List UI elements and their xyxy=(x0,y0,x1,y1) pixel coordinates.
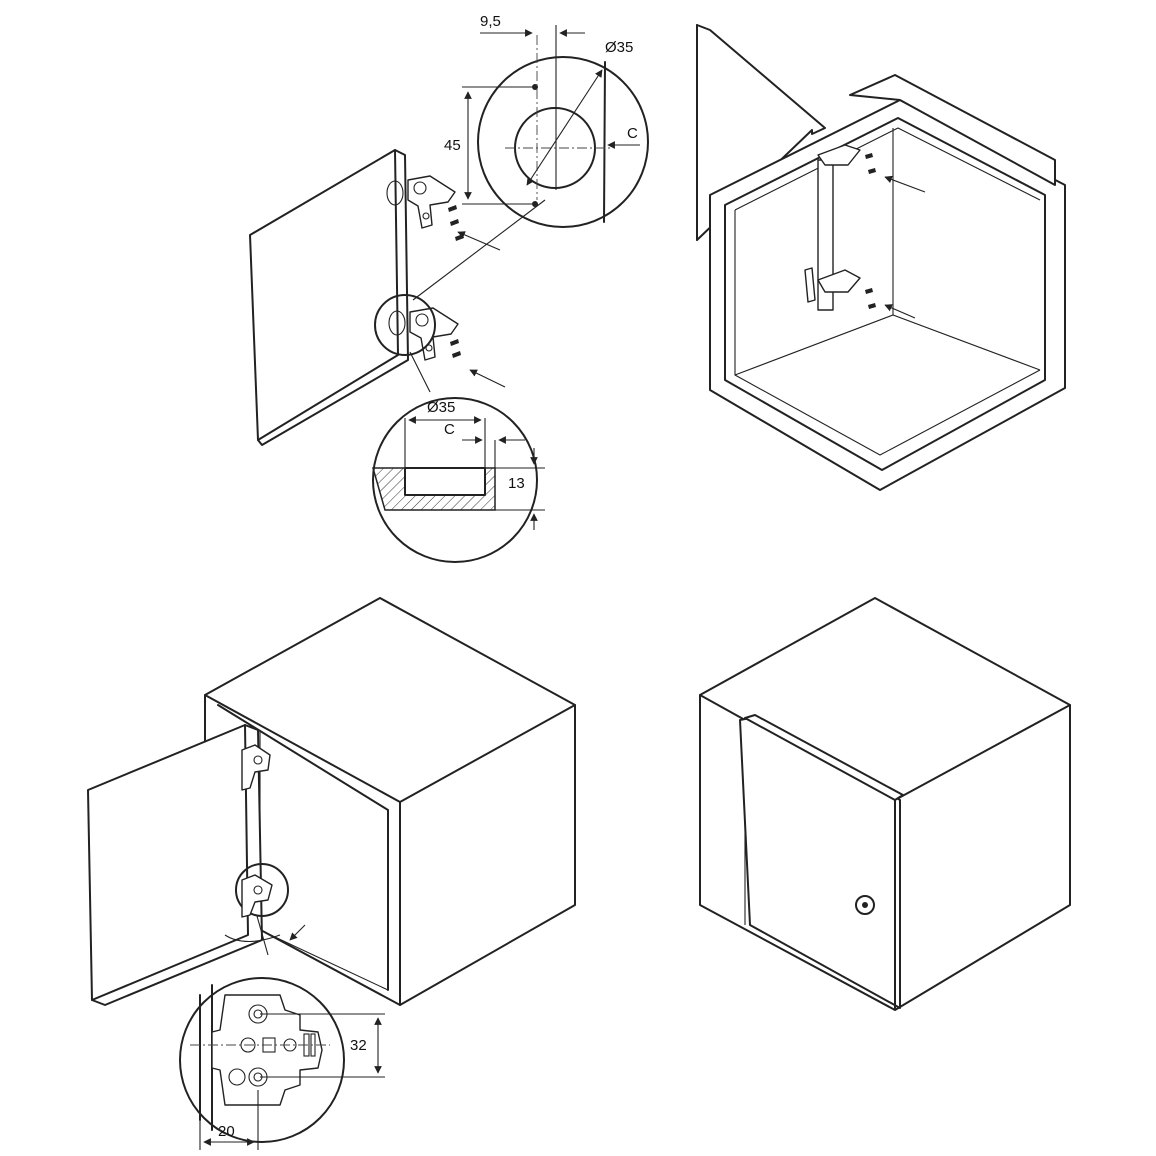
dim-20-label: 20 xyxy=(218,1123,235,1140)
cabinet-open-door-view xyxy=(87,597,576,1006)
dim-diameter-section-label: Ø35 xyxy=(427,399,455,416)
door-drilling-view xyxy=(249,149,546,446)
bore-pattern-detail: 9,5 Ø35 45 C xyxy=(444,13,649,228)
dim-32-label: 32 xyxy=(350,1037,367,1054)
dim-9-5-label: 9,5 xyxy=(480,13,501,30)
dim-45-label: 45 xyxy=(444,137,461,154)
dim-13-label: 13 xyxy=(508,475,525,492)
dim-diameter-top-label: Ø35 xyxy=(605,39,633,56)
door-panel-open xyxy=(87,724,263,1006)
mounting-plate-detail: 32 20 xyxy=(179,977,385,1150)
top-hinge xyxy=(386,175,464,241)
dim-c-section-label: C xyxy=(444,421,455,438)
cabinet-closed-view xyxy=(699,597,1071,1011)
bore-section-detail: Ø35 C 13 xyxy=(372,397,545,563)
cabinet-interior-view xyxy=(696,24,1066,491)
door-panel xyxy=(249,149,409,446)
lock-icon xyxy=(855,895,875,915)
detail-callout-circle xyxy=(374,294,436,356)
dim-c-top-label: C xyxy=(627,125,638,142)
